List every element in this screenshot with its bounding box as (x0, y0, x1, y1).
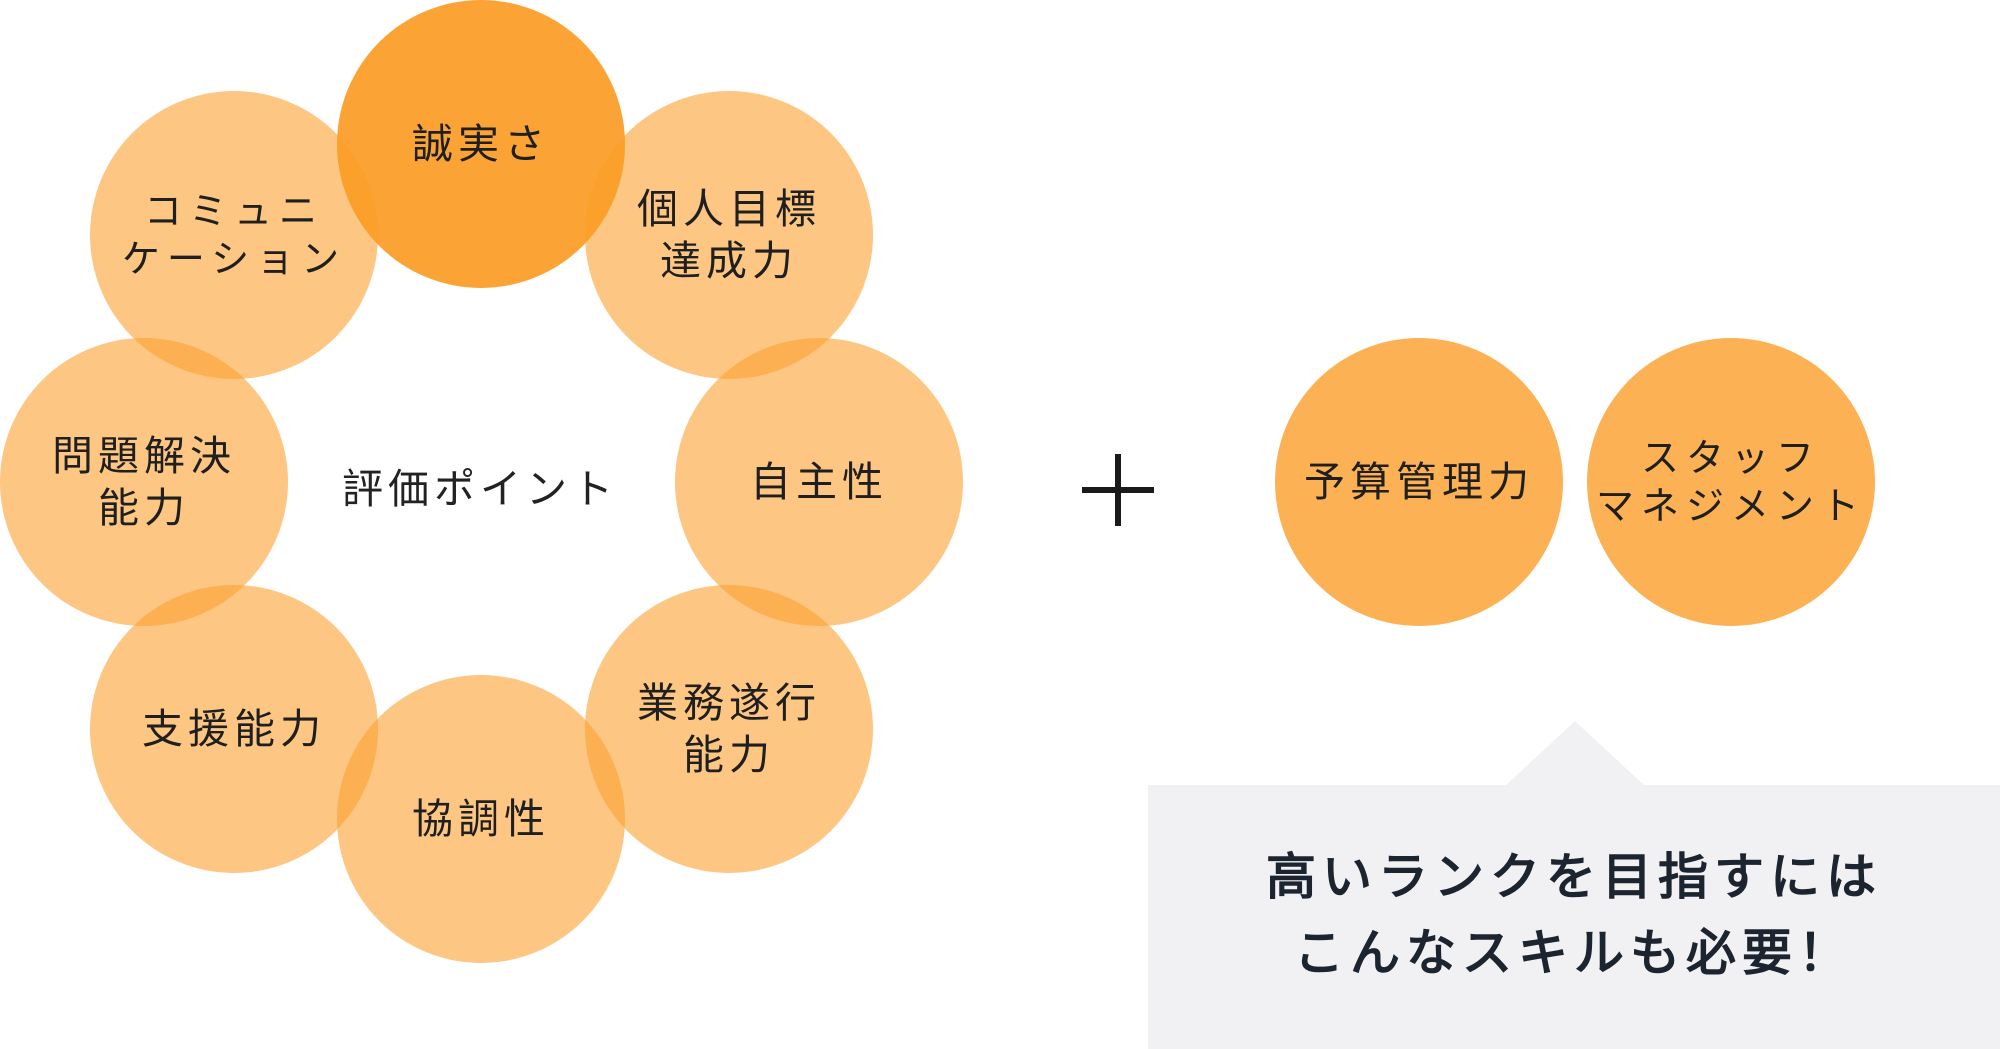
extra-label-staff: スタッフ マネジメント (1595, 436, 1866, 528)
callout-pointer (1505, 721, 1645, 786)
ring-label-initiative: 自主性 (750, 458, 888, 506)
extra-circle-budget: 予算管理力 (1275, 338, 1563, 626)
ring-label-cooperation: 協調性 (412, 795, 550, 843)
center-label: 評価ポイント (342, 465, 618, 513)
plus-icon (1082, 454, 1154, 526)
callout-text: 高いランクを目指すには こんなスキルも必要！ (1266, 848, 1882, 982)
ring-circle-integrity: 誠実さ (337, 0, 625, 288)
extra-circle-staff: スタッフ マネジメント (1587, 338, 1875, 626)
callout-box: 高いランクを目指すには こんなスキルも必要！ (1148, 785, 2000, 1049)
ring-label-support: 支援能力 (142, 705, 326, 753)
ring-circle-support: 支援能力 (90, 585, 378, 873)
ring-label-communication: コミュニ ケーション (121, 189, 347, 281)
ring-circle-cooperation: 協調性 (337, 675, 625, 963)
ring-circle-problem-solving: 問題解決 能力 (0, 338, 288, 626)
ring-circle-personal-goal: 個人目標 達成力 (585, 91, 873, 379)
ring-label-personal-goal: 個人目標 達成力 (637, 185, 821, 285)
ring-circle-initiative: 自主性 (675, 338, 963, 626)
ring-circle-execution: 業務遂行 能力 (585, 585, 873, 873)
extra-label-budget: 予算管理力 (1304, 458, 1534, 506)
ring-label-integrity: 誠実さ (412, 120, 550, 168)
ring-label-execution: 業務遂行 能力 (637, 679, 821, 779)
ring-circle-communication: コミュニ ケーション (90, 91, 378, 379)
ring-label-problem-solving: 問題解決 能力 (52, 432, 236, 532)
